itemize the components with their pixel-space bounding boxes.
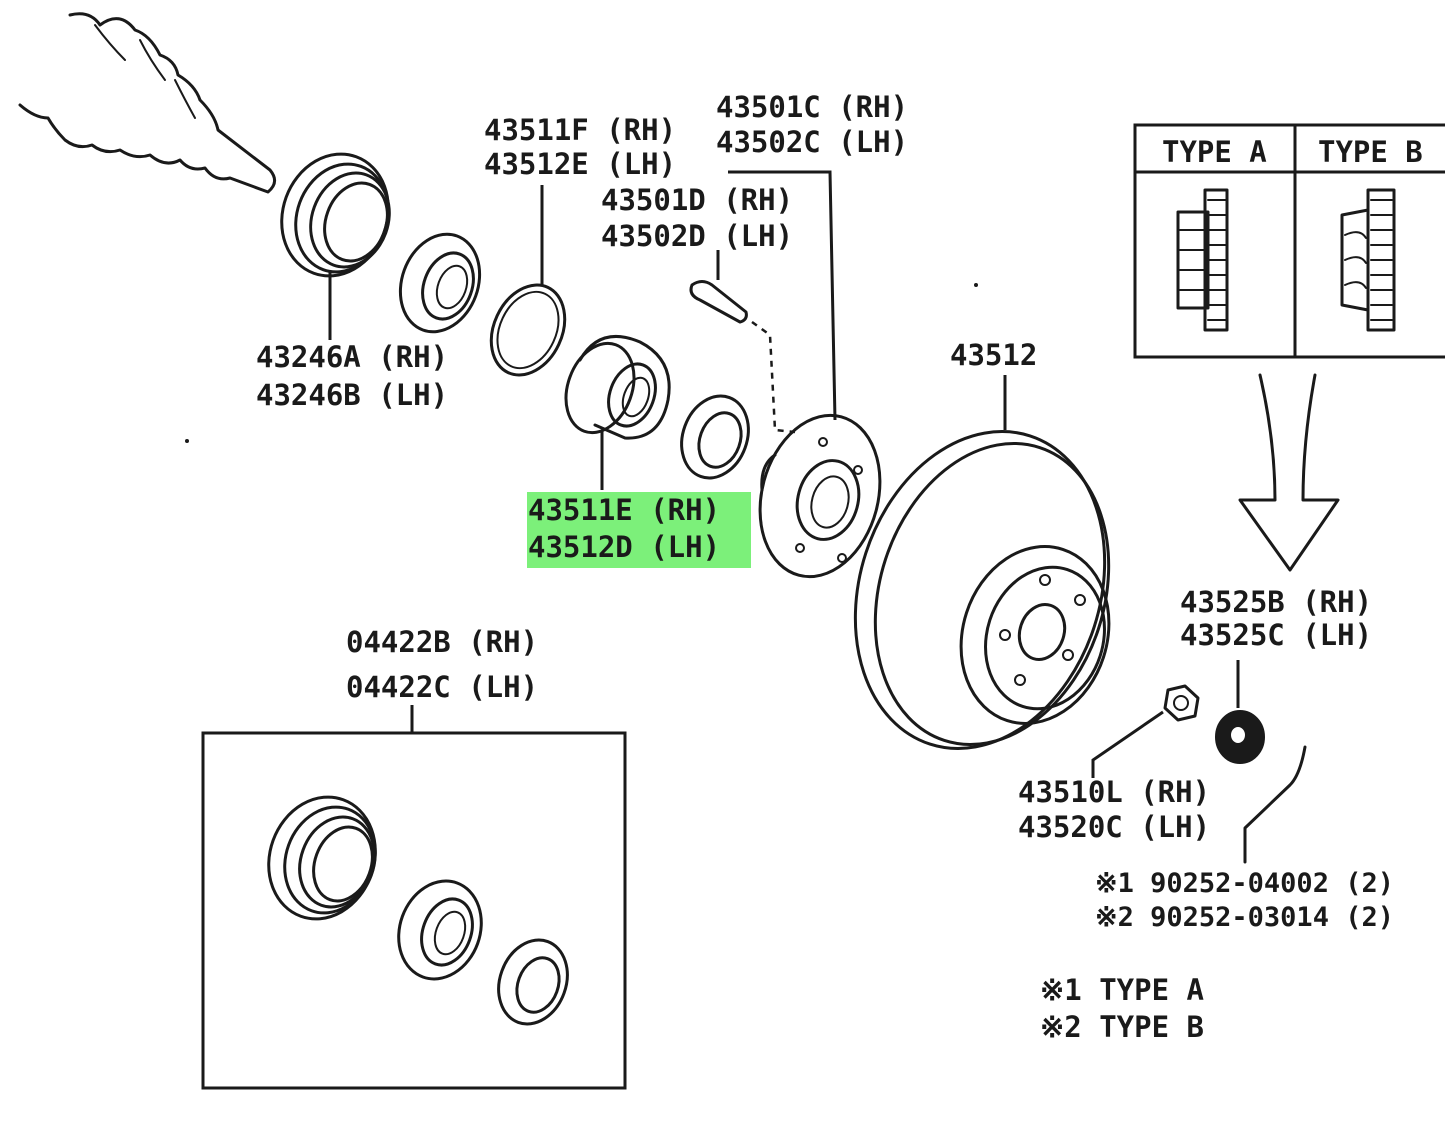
hub-nut [1091,684,1200,778]
kit-bearing-cup [267,795,377,921]
print-speck [185,439,189,443]
arrow-down-icon [1238,373,1340,572]
nut-lock-cap [1215,660,1265,764]
kit-oil-seal [497,938,569,1026]
wheel-bearing [564,334,671,490]
print-speck [974,283,978,287]
steering-knuckle-sketch [18,12,276,194]
label-90252-03014[interactable]: ※2 90252-03014 (2) [1095,902,1394,933]
type-b-heading: TYPE B [1318,135,1423,169]
label-43512[interactable]: 43512 [950,338,1037,372]
label-43501d[interactable]: 43501D (RH) [601,183,793,217]
label-43502d[interactable]: 43502D (LH) [601,219,793,253]
label-43511e[interactable]: 43511E (RH) [528,493,720,527]
axle-hub [728,170,882,579]
legend-note-1: ※1 TYPE A [1040,973,1204,1007]
label-43246b[interactable]: 43246B (LH) [256,378,448,412]
type-comparison-box [1133,123,1445,359]
label-43502c[interactable]: 43502C (LH) [716,125,908,159]
label-43525b[interactable]: 43525B (RH) [1180,585,1372,619]
label-04422b[interactable]: 04422B (RH) [346,625,538,659]
bearing-kit-box [201,705,627,1090]
kit-bearing-ring [397,879,483,981]
label-43501c[interactable]: 43501C (RH) [716,90,908,124]
type-b-cap-icon [1340,188,1396,332]
snap-ring [489,185,567,377]
label-43520c[interactable]: 43520C (LH) [1018,810,1210,844]
bearing-outer-cup [280,152,391,340]
label-43510l[interactable]: 43510L (RH) [1018,775,1210,809]
hub-bolt [689,250,796,434]
label-43525c[interactable]: 43525C (LH) [1180,618,1372,652]
selected-part-highlight [527,492,751,568]
label-43512e[interactable]: 43512E (LH) [484,147,676,181]
type-a-cap-icon [1176,188,1229,332]
cotter-pin [1243,745,1307,864]
type-a-heading: TYPE A [1162,135,1267,169]
legend-note-2: ※2 TYPE B [1040,1010,1204,1044]
label-43246a[interactable]: 43246A (RH) [256,340,448,374]
inner-bearing-ring [398,232,482,334]
label-90252-04002[interactable]: ※1 90252-04002 (2) [1095,868,1394,899]
oil-seal [680,394,750,480]
brake-disc [853,375,1111,750]
label-43512d[interactable]: 43512D (LH) [528,530,720,564]
label-04422c[interactable]: 04422C (LH) [346,670,538,704]
label-43511f[interactable]: 43511F (RH) [484,113,676,147]
